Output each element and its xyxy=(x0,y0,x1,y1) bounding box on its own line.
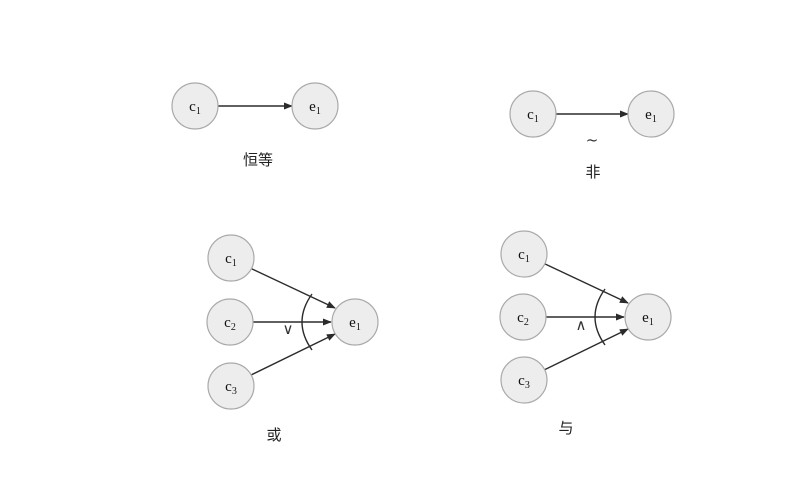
node-c1-base: c xyxy=(189,99,196,115)
node-c1-base: c xyxy=(225,251,232,267)
caption-not: 非 xyxy=(585,163,600,181)
node-c3-sub: 3 xyxy=(232,386,237,397)
node-c2-base: c xyxy=(517,310,524,326)
node-c1-sub: 1 xyxy=(534,114,539,125)
node-e1-sub: 1 xyxy=(316,106,321,117)
node-c3: c3 xyxy=(500,356,548,404)
node-e1-sub: 1 xyxy=(649,317,654,328)
node-c1-sub: 1 xyxy=(232,258,237,269)
node-c2: c2 xyxy=(499,293,547,341)
panel-or: ∨ c1 c2 c3 e1 或 xyxy=(206,234,379,444)
caption-and: 与 xyxy=(558,419,573,437)
node-c2-sub: 2 xyxy=(231,322,236,333)
svg-text:c3: c3 xyxy=(225,379,237,397)
svg-text:e1: e1 xyxy=(309,99,321,117)
node-c3-base: c xyxy=(518,373,525,389)
node-c1-sub: 1 xyxy=(525,254,530,265)
node-c2-sub: 2 xyxy=(524,317,529,328)
panel-not: ~ c1 e1 非 xyxy=(509,90,675,181)
node-c2-base: c xyxy=(224,315,231,331)
node-e1-base: e xyxy=(309,99,316,115)
and-junction-arc xyxy=(594,288,606,346)
operator-not: ~ xyxy=(586,131,599,149)
svg-text:c1: c1 xyxy=(189,99,201,117)
svg-text:e1: e1 xyxy=(642,310,654,328)
svg-text:c1: c1 xyxy=(527,107,539,125)
edge-c1-e1 xyxy=(542,262,629,304)
node-e1-sub: 1 xyxy=(356,322,361,333)
node-c1-base: c xyxy=(518,247,525,263)
svg-text:c1: c1 xyxy=(225,251,237,269)
panel-identity: c1 e1 恒等 xyxy=(171,82,339,169)
operator-and: ∧ xyxy=(576,316,587,334)
node-c3-sub: 3 xyxy=(525,380,530,391)
caption-identity: 恒等 xyxy=(243,151,273,169)
caption-or: 或 xyxy=(266,426,281,444)
node-c3: c3 xyxy=(207,362,255,410)
svg-text:e1: e1 xyxy=(645,107,657,125)
edge-c1-e1 xyxy=(249,267,336,309)
node-c1: c1 xyxy=(500,230,548,278)
node-e1: e1 xyxy=(291,82,339,130)
node-e1-base: e xyxy=(645,107,652,123)
svg-text:c1: c1 xyxy=(518,247,530,265)
or-junction-arc xyxy=(301,293,313,351)
edge-c3-e1 xyxy=(541,328,629,372)
node-e1-base: e xyxy=(642,310,649,326)
node-e1: e1 xyxy=(624,293,672,341)
node-c1-sub: 1 xyxy=(196,106,201,117)
node-c1: c1 xyxy=(171,82,219,130)
svg-text:c3: c3 xyxy=(518,373,530,391)
node-e1-base: e xyxy=(349,315,356,331)
node-e1-sub: 1 xyxy=(652,114,657,125)
svg-text:c2: c2 xyxy=(517,310,529,328)
edge-c3-e1 xyxy=(248,333,336,377)
node-e1: e1 xyxy=(627,90,675,138)
node-c1: c1 xyxy=(207,234,255,282)
operator-or: ∨ xyxy=(283,320,294,338)
svg-text:e1: e1 xyxy=(349,315,361,333)
node-c2: c2 xyxy=(206,298,254,346)
panel-and: ∧ c1 c2 c3 e1 与 xyxy=(499,230,672,437)
svg-text:c2: c2 xyxy=(224,315,236,333)
node-c1-base: c xyxy=(527,107,534,123)
node-e1: e1 xyxy=(331,298,379,346)
node-c1: c1 xyxy=(509,90,557,138)
node-c3-base: c xyxy=(225,379,232,395)
